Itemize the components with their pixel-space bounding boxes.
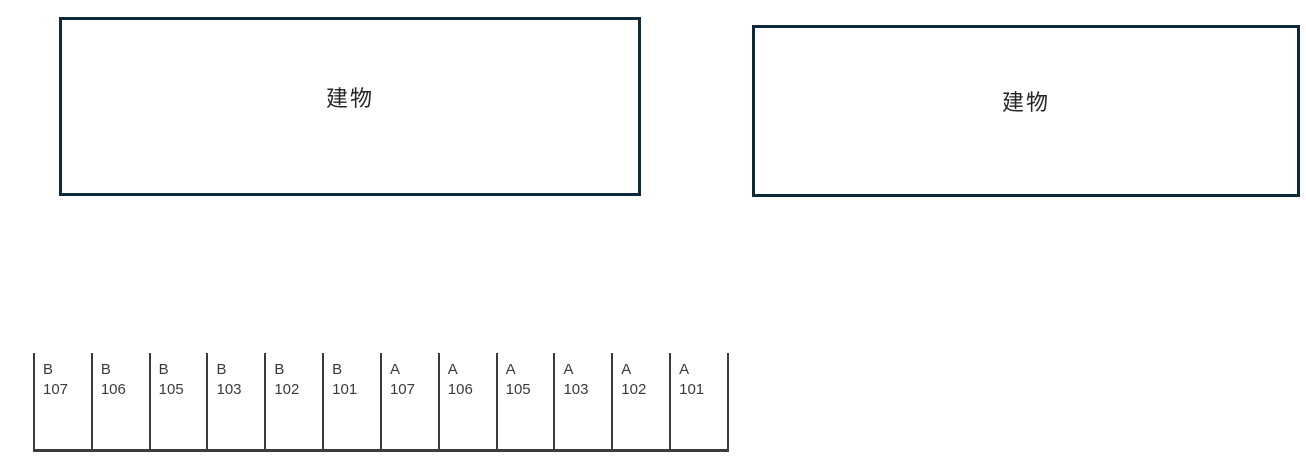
stall-number-label: 107 xyxy=(389,381,415,398)
building-box-left: 建物 xyxy=(59,17,641,196)
stall-number-label: 102 xyxy=(274,381,300,398)
stall-block-label: B xyxy=(216,361,227,378)
stall-block-label: A xyxy=(505,361,516,378)
stall-number-label: 102 xyxy=(621,381,647,398)
parking-stall: B 103 xyxy=(206,353,264,449)
stall-number-label: 101 xyxy=(679,381,705,398)
stall-block-label: B xyxy=(158,361,169,378)
parking-stall: B 102 xyxy=(264,353,322,449)
parking-stall: A 101 xyxy=(669,353,729,449)
stall-block-label: A xyxy=(447,361,458,378)
stall-number-label: 105 xyxy=(505,381,531,398)
stall-block-label: A xyxy=(679,361,690,378)
stall-number-label: 101 xyxy=(332,381,358,398)
stall-number-label: 103 xyxy=(216,381,242,398)
parking-stall: B 107 xyxy=(33,353,91,449)
parking-stall: A 107 xyxy=(379,353,438,449)
stall-block-label: B xyxy=(100,361,111,378)
building-label: 建物 xyxy=(325,85,374,111)
parking-stall: A 102 xyxy=(611,353,669,449)
stall-number-label: 107 xyxy=(43,381,69,398)
building-label: 建物 xyxy=(1001,90,1050,115)
parking-stall: B 101 xyxy=(322,353,380,449)
stall-block-label: A xyxy=(621,361,632,378)
stall-number-label: 106 xyxy=(100,381,126,398)
parking-stall: A 105 xyxy=(495,353,554,449)
parking-stall: A 106 xyxy=(437,353,496,449)
parking-stall: B 106 xyxy=(90,353,149,449)
building-box-right: 建物 xyxy=(752,25,1300,197)
parking-stall: A 103 xyxy=(553,353,611,449)
stall-block-label: A xyxy=(563,361,574,378)
stall-block-label: B xyxy=(274,361,285,378)
stall-block-label: A xyxy=(389,361,400,378)
stall-number-label: 105 xyxy=(158,381,184,398)
parking-stall: B 105 xyxy=(148,353,207,449)
stall-block-label: B xyxy=(332,361,343,378)
stall-block-label: B xyxy=(43,361,54,378)
stall-number-label: 106 xyxy=(447,381,473,398)
parking-row: B 107 B 106 B 105 B 103 B 102 B 101 A 10… xyxy=(33,353,729,452)
stall-number-label: 103 xyxy=(563,381,589,398)
